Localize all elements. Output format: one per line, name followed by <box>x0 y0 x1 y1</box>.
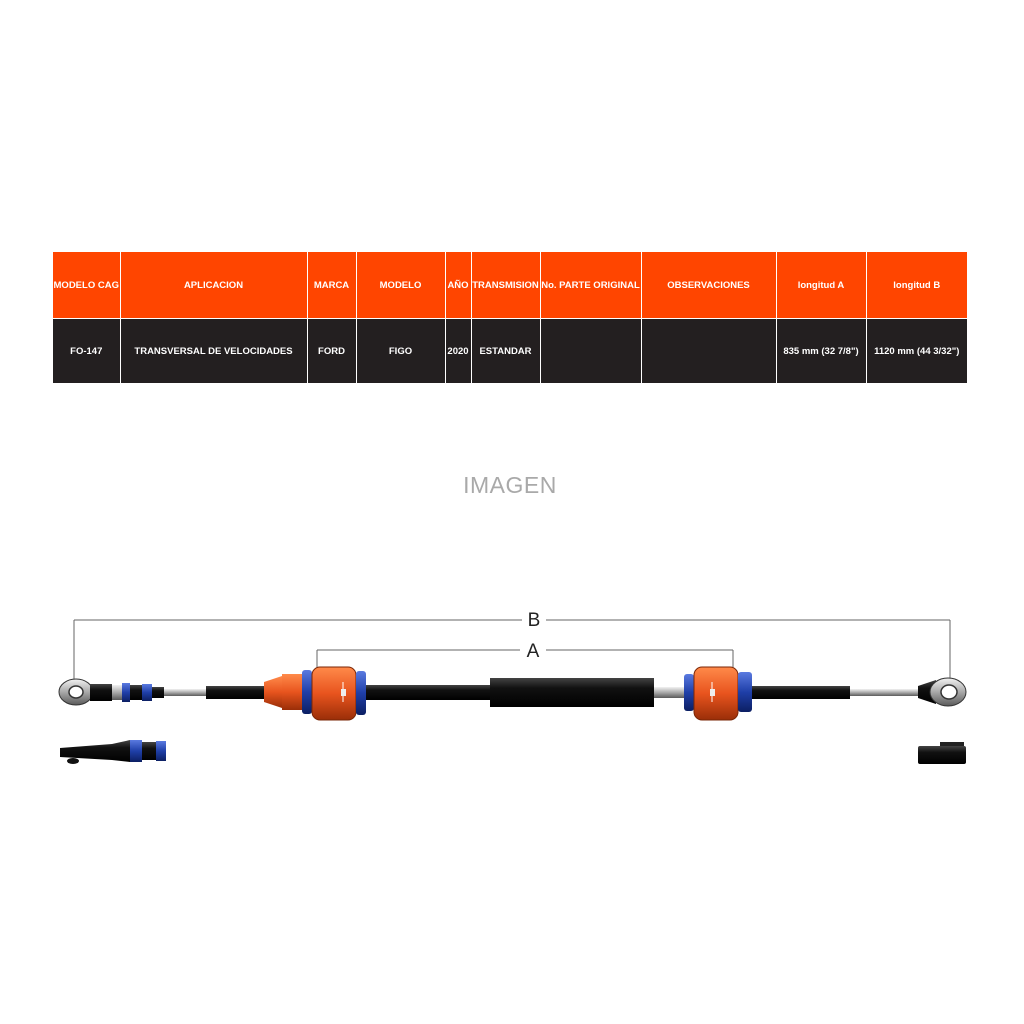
header-modelo-cag: MODELO CAG <box>53 252 121 319</box>
dimension-a: A <box>316 641 734 672</box>
cell-longitud-a: 835 mm (32 7/8") <box>776 318 867 383</box>
cell-parte-original <box>540 318 642 383</box>
right-rod <box>850 689 918 696</box>
header-marca: MARCA <box>307 252 357 319</box>
image-caption: IMAGEN <box>463 472 557 498</box>
header-aplicacion: APLICACION <box>120 252 308 319</box>
left-side-part <box>60 740 166 764</box>
cell-modelo: FIGO <box>356 318 446 383</box>
left-orange-sleeve <box>264 666 366 721</box>
left-rod <box>164 689 206 696</box>
header-parte-original: No. PARTE ORIGINAL <box>540 252 642 319</box>
cell-transmision: ESTANDAR <box>471 318 541 383</box>
table-header-row: MODELO CAG APLICACION MARCA MODELO AÑO T… <box>53 252 967 319</box>
center-rod <box>654 687 684 698</box>
shift-cable-drawing: B A <box>58 610 967 764</box>
dimension-a-label: A <box>527 641 540 662</box>
center-housing <box>490 678 654 707</box>
right-side-part <box>918 742 966 764</box>
cell-ano: 2020 <box>445 318 472 383</box>
header-transmision: TRANSMISION <box>471 252 541 319</box>
cell-modelo-cag: FO-147 <box>53 318 121 383</box>
header-longitud-a: longitud A <box>776 252 867 319</box>
cell-marca: FORD <box>307 318 357 383</box>
right-sheath <box>752 686 850 699</box>
left-end-fitting <box>58 678 164 706</box>
spec-table: MODELO CAG APLICACION MARCA MODELO AÑO T… <box>53 252 967 383</box>
table-row: FO-147 TRANSVERSAL DE VELOCIDADES FORD F… <box>53 318 967 383</box>
right-orange-sleeve <box>684 666 752 721</box>
dimension-b-label: B <box>528 610 541 631</box>
header-observaciones: OBSERVACIONES <box>641 252 777 319</box>
header-longitud-b: longitud B <box>866 252 967 319</box>
dimension-b: B <box>73 610 951 680</box>
center-sheath <box>366 685 490 700</box>
left-sheath <box>206 686 264 699</box>
cell-observaciones <box>641 318 777 383</box>
header-ano: AÑO <box>445 252 472 319</box>
right-end-fitting <box>918 677 967 707</box>
cell-aplicacion: TRANSVERSAL DE VELOCIDADES <box>120 318 308 383</box>
header-modelo: MODELO <box>356 252 446 319</box>
cell-longitud-b: 1120 mm (44 3/32") <box>866 318 967 383</box>
